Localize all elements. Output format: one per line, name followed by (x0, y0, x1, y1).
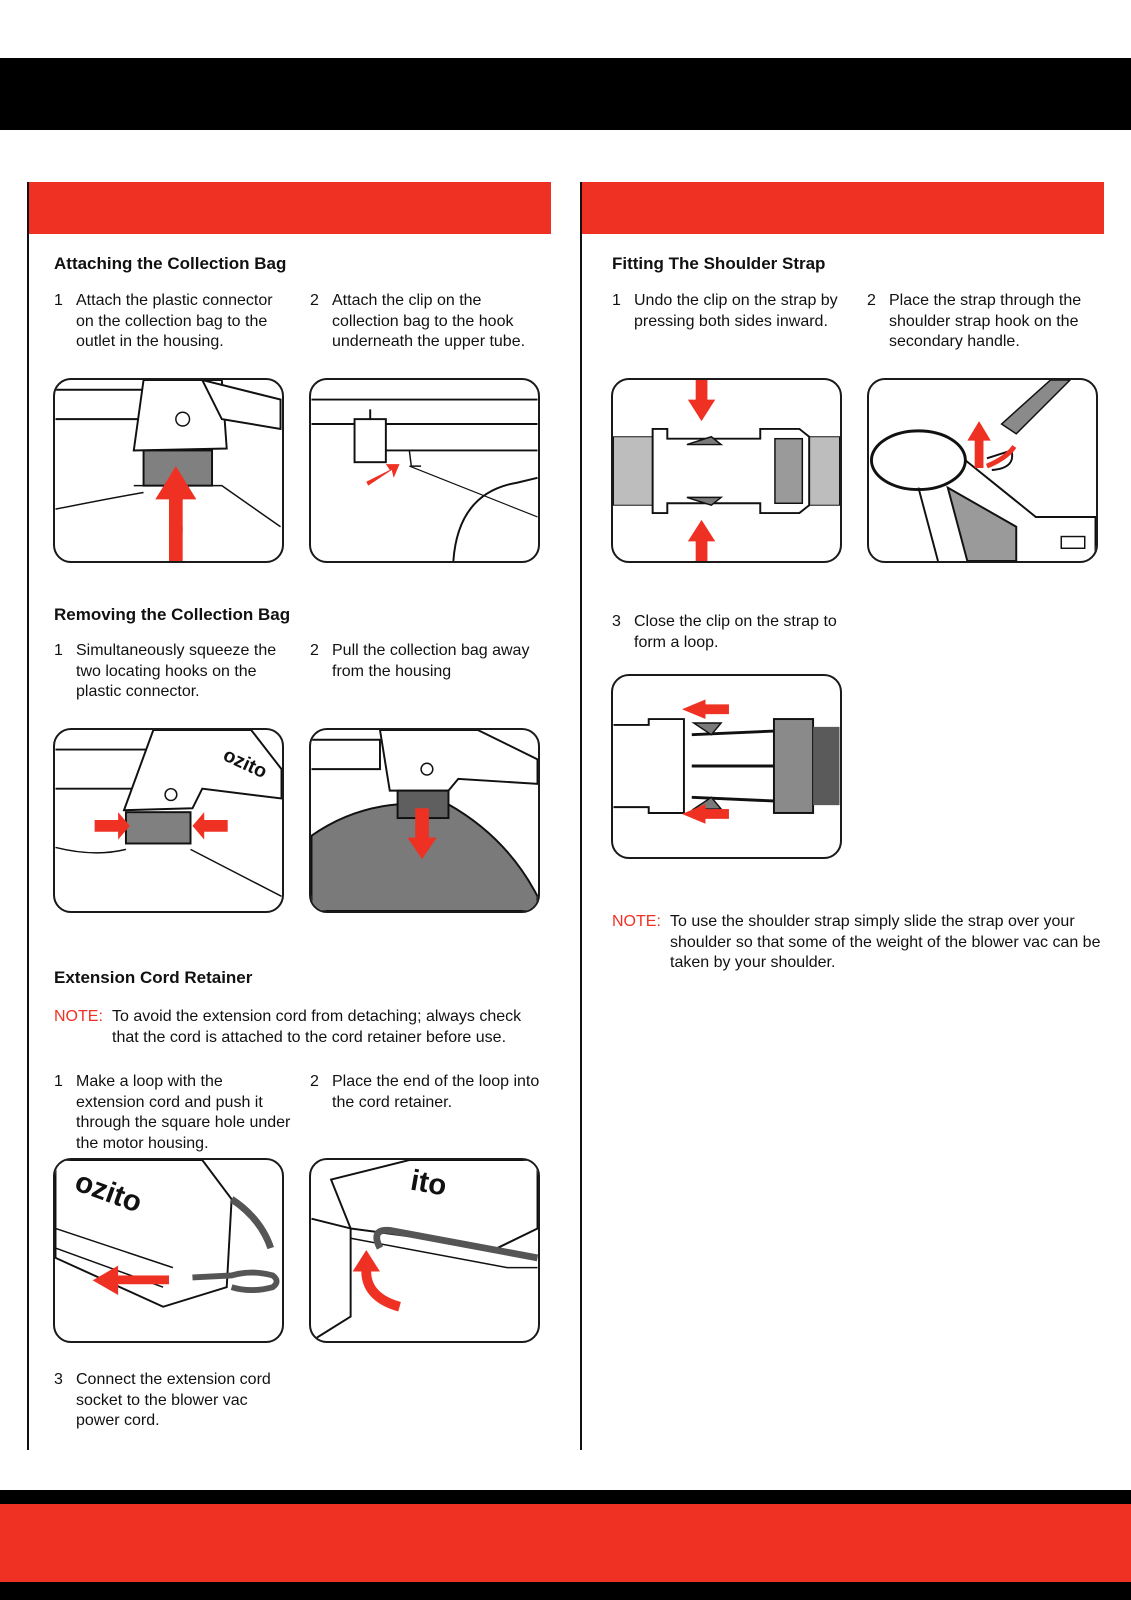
illustration-strap-undo-clip (611, 378, 842, 563)
remove-step-2: 2 Pull the collection bag away from the … (310, 641, 550, 682)
illustration-attach-clip (309, 378, 540, 563)
step-number: 3 (54, 1371, 63, 1388)
illustration-remove-squeeze: ozito (53, 728, 284, 913)
step-number: 1 (54, 292, 63, 309)
step-number: 1 (612, 292, 621, 309)
attach-step-2: 2 Attach the clip on the collection bag … (310, 291, 550, 353)
section-title-cord: Extension Cord Retainer (54, 968, 253, 987)
bottom-red-band (0, 1504, 1131, 1582)
illustration-strap-close-clip (611, 674, 842, 859)
right-column-rule (580, 182, 582, 1450)
section-title-remove: Removing the Collection Bag (54, 605, 291, 624)
step-number: 1 (54, 1073, 63, 1090)
step-number: 1 (54, 642, 63, 659)
step-text: Place the strap through the shoulder str… (889, 292, 1082, 350)
cord-step-1: 1 Make a loop with the extension cord an… (54, 1072, 294, 1154)
step-text: Undo the clip on the strap by pressing b… (634, 292, 838, 330)
step-text: Close the clip on the strap to form a lo… (634, 613, 837, 651)
strap-step-3: 3 Close the clip on the strap to form a … (612, 612, 842, 653)
remove-step-1: 1 Simultaneously squeeze the two locatin… (54, 641, 294, 703)
note-label: NOTE: (54, 1008, 103, 1025)
strap-note: NOTE: To use the shoulder strap simply s… (612, 912, 1112, 971)
step-number: 2 (310, 642, 319, 659)
illustration-attach-connector (53, 378, 284, 563)
step-text: Attach the plastic connector on the coll… (76, 292, 273, 350)
cord-step-2: 2 Place the end of the loop into the cor… (310, 1072, 550, 1113)
step-text: Place the end of the loop into the cord … (332, 1073, 540, 1111)
step-text: Pull the collection bag away from the ho… (332, 642, 530, 680)
step-number: 2 (310, 1073, 319, 1090)
strap-step-2: 2 Place the strap through the shoulder s… (867, 291, 1107, 353)
step-text: Connect the extension cord socket to the… (76, 1371, 271, 1429)
top-black-bar (0, 58, 1131, 130)
step-text: Attach the clip on the collection bag to… (332, 292, 526, 350)
right-section-header-bar (582, 182, 1104, 234)
illustration-cord-retainer: ito (309, 1158, 540, 1343)
brand-logo-partial: ito (408, 1164, 449, 1203)
note-label: NOTE: (612, 913, 661, 930)
strap-step-1: 1 Undo the clip on the strap by pressing… (612, 291, 842, 332)
step-text: Simultaneously squeeze the two locating … (76, 642, 277, 700)
step-text: Make a loop with the extension cord and … (76, 1073, 291, 1152)
attach-step-1: 1 Attach the plastic connector on the co… (54, 291, 294, 353)
illustration-strap-hook (867, 378, 1098, 563)
cord-step-3: 3 Connect the extension cord socket to t… (54, 1370, 294, 1432)
illustration-remove-pull (309, 728, 540, 913)
note-text: To avoid the extension cord from detachi… (112, 1008, 522, 1046)
step-number: 2 (310, 292, 319, 309)
cord-note: NOTE: To avoid the extension cord from d… (54, 1007, 554, 1046)
note-text: To use the shoulder strap simply slide t… (670, 913, 1101, 971)
step-number: 2 (867, 292, 876, 309)
left-column-rule (27, 182, 29, 1450)
step-number: 3 (612, 613, 621, 630)
section-title-strap: Fitting The Shoulder Strap (612, 254, 826, 273)
left-section-header-bar (29, 182, 551, 234)
illustration-cord-loop: ozito (53, 1158, 284, 1343)
section-title-attach: Attaching the Collection Bag (54, 254, 287, 273)
